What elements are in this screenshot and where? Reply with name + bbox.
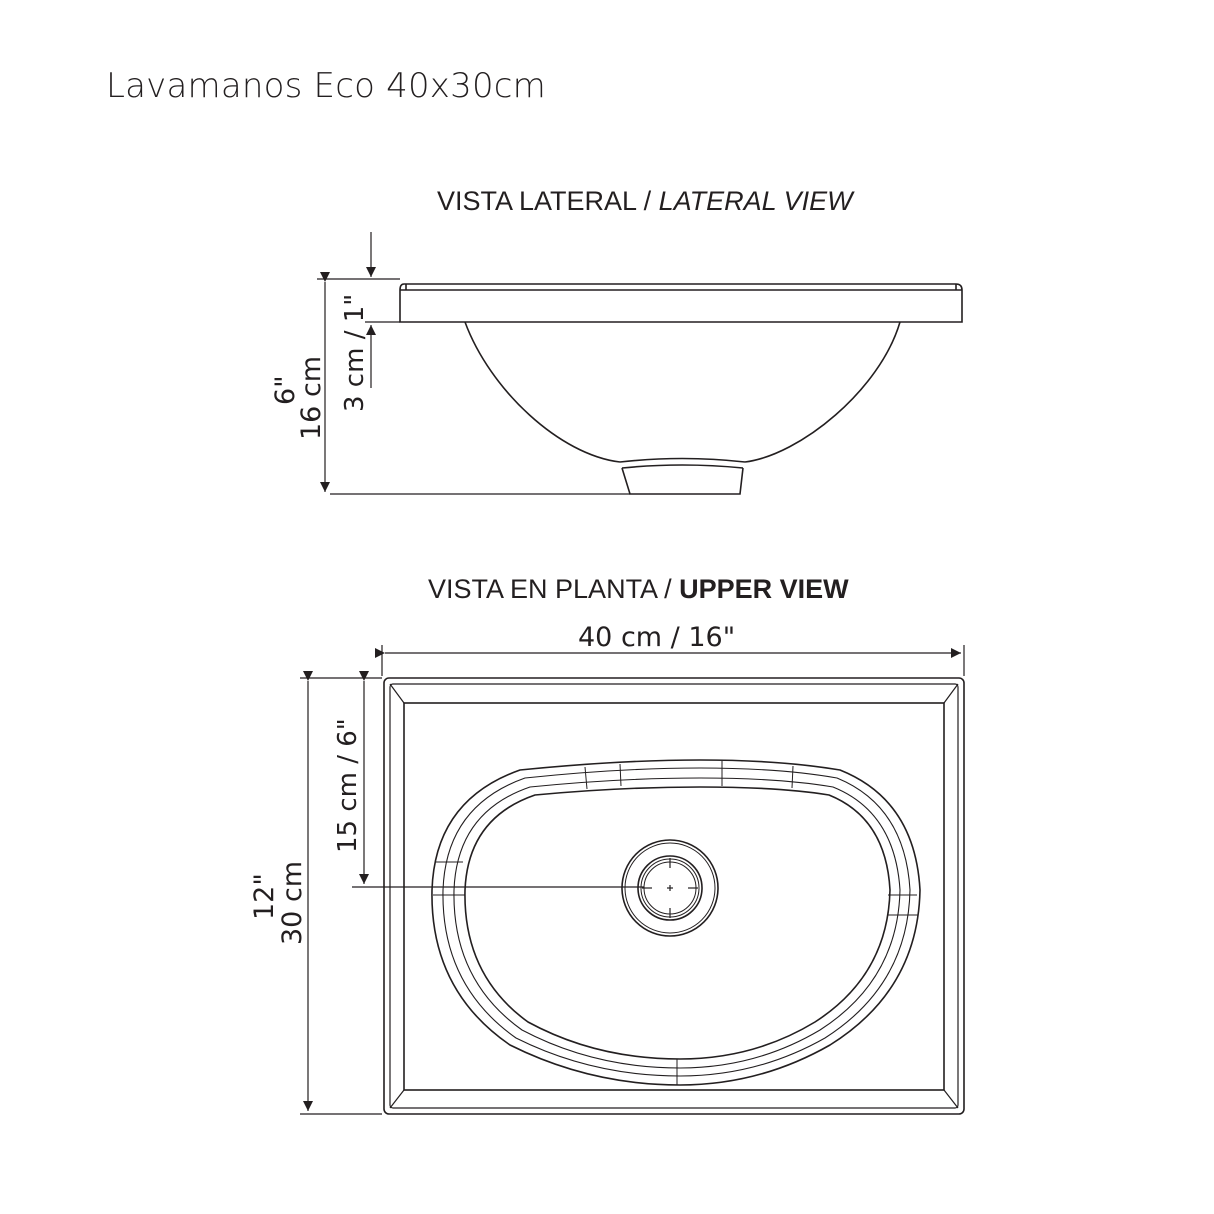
drawing-title: Lavamanos Eco 40x30cm bbox=[106, 66, 547, 106]
upper-depth-cm: 30 cm bbox=[277, 861, 308, 945]
upper-view-label-en: UPPER VIEW bbox=[679, 574, 849, 604]
lateral-height-in: 6" bbox=[270, 375, 301, 405]
upper-depth-in: 12" bbox=[249, 873, 280, 920]
upper-width: 40 cm / 16" bbox=[578, 622, 735, 653]
lateral-view-label-es: VISTA LATERAL / bbox=[437, 186, 659, 216]
upper-view-label-es: VISTA EN PLANTA / bbox=[428, 574, 680, 604]
rim-height: 3 cm / 1" bbox=[340, 294, 370, 412]
lateral-height-cm: 16 cm bbox=[296, 356, 327, 440]
lateral-view-label-en: LATERAL VIEW bbox=[658, 186, 853, 216]
upper-view-label: VISTA EN PLANTA / UPPER VIEW bbox=[428, 574, 849, 605]
lateral-view-label: VISTA LATERAL / LATERAL VIEW bbox=[437, 186, 853, 217]
upper-view-drawing bbox=[300, 645, 965, 1115]
drain-offset: 15 cm / 6" bbox=[333, 718, 363, 853]
lateral-view-drawing bbox=[317, 232, 963, 495]
